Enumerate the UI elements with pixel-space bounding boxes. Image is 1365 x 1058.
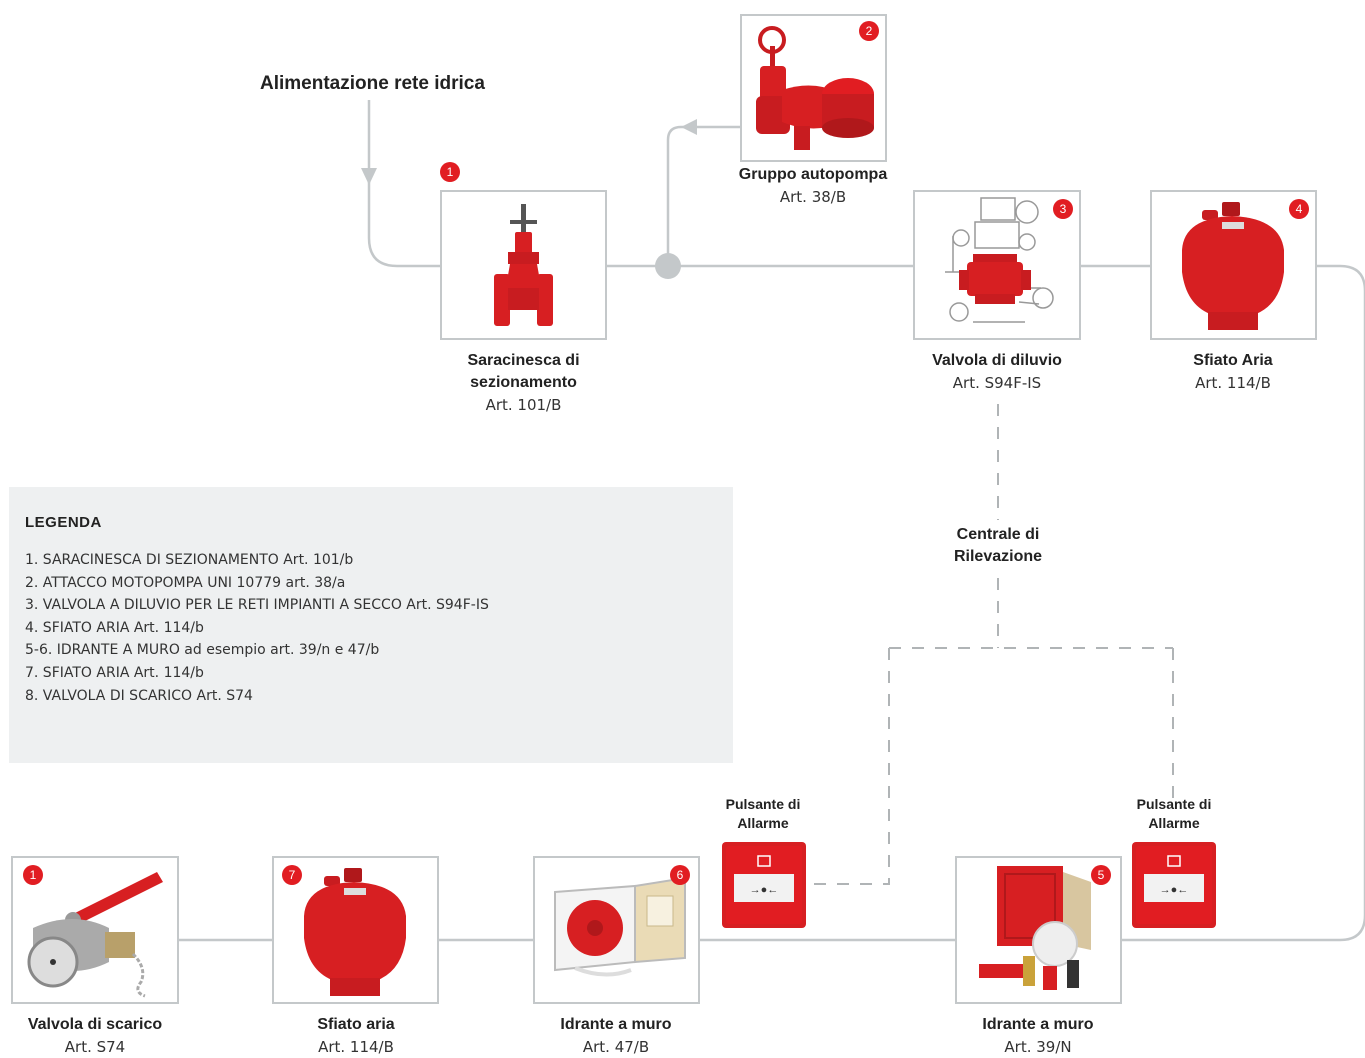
hydrant-kit-icon: [979, 866, 1091, 990]
badge-2: 2: [859, 21, 879, 41]
air-vent-top-art: Art. 114/B: [1195, 374, 1271, 392]
svg-text:→●←: →●←: [1160, 884, 1189, 896]
badge-4: 4: [1289, 199, 1309, 219]
hydrant-kit-card[interactable]: [955, 856, 1122, 1004]
air-vent-icon: [1182, 202, 1284, 330]
deluge-valve-label: Valvola di diluvio Art. S94F-IS: [897, 350, 1097, 394]
pump-connection-name: Gruppo autopompa: [738, 166, 888, 183]
alarm-label-right-line2: Allarme: [1148, 815, 1200, 831]
gate-valve-label: Saracinesca di sezionamento Art. 101/B: [440, 350, 607, 416]
gate-valve-icon: [494, 204, 553, 326]
alarm-label-left: Pulsante di Allarme: [708, 795, 818, 833]
air-vent-icon: [304, 868, 406, 996]
alarm-label-left-line1: Pulsante di: [725, 796, 801, 812]
alarm-label-right-line1: Pulsante di: [1136, 796, 1212, 812]
supply-title: Alimentazione rete idrica: [260, 73, 485, 94]
drain-valve-label: Valvola di scarico Art. S74: [0, 1014, 195, 1058]
legend-item: 1. SARACINESCA DI SEZIONAMENTO Art. 101/…: [25, 552, 354, 568]
hydrant-kit-art: Art. 39/N: [1004, 1038, 1072, 1056]
pump-connection-icon: [756, 26, 874, 150]
hose-reel-cabinet-name: Idrante a muro: [560, 1016, 672, 1033]
drain-valve-icon: [27, 872, 163, 998]
deluge-valve-name: Valvola di diluvio: [932, 352, 1062, 369]
drain-valve-art: Art. S74: [64, 1038, 126, 1056]
svg-text:→●←: →●←: [750, 884, 779, 896]
badge-drain: 1: [23, 865, 43, 885]
alarm-label-left-line2: Allarme: [737, 815, 789, 831]
supply-pipe: [367, 100, 440, 268]
alarm-button-right[interactable]: →●←: [1132, 842, 1216, 928]
air-vent-bottom-name: Sfiato aria: [317, 1016, 395, 1033]
legend-item: 8. VALVOLA DI SCARICO Art. S74: [25, 687, 253, 704]
legend-item: 3. VALVOLA A DILUVIO PER LE RETI IMPIANT…: [25, 597, 489, 614]
alarm-button-left[interactable]: →●←: [722, 842, 806, 928]
return-pipe-right: [1317, 264, 1365, 942]
badge-7: 7: [282, 865, 302, 885]
badge-6: 6: [670, 865, 690, 885]
badge-5: 5: [1091, 865, 1111, 885]
pump-connection-card[interactable]: [740, 14, 887, 162]
air-vent-top-label: Sfiato Aria Art. 114/B: [1133, 350, 1333, 394]
legend-title: LEGENDA: [25, 514, 102, 531]
hose-reel-cabinet-icon: [554, 876, 686, 977]
gate-valve-card[interactable]: [440, 190, 607, 340]
alarm-call-point-icon: →●←: [722, 842, 806, 928]
air-vent-bottom-label: Sfiato aria Art. 114/B: [256, 1014, 456, 1058]
deluge-valve-art: Art. S94F-IS: [952, 374, 1042, 392]
legend-item: 4. SFIATO ARIA Art. 114/b: [25, 619, 204, 636]
pump-connection-art: Art. 38/B: [779, 188, 847, 206]
alarm-call-point-icon: →●←: [1132, 842, 1216, 928]
air-vent-top-name: Sfiato Aria: [1193, 352, 1273, 369]
pump-branch-pipe: [666, 125, 740, 266]
hose-reel-cabinet-label: Idrante a muro Art. 47/B: [516, 1014, 716, 1058]
gate-valve-name-2: sezionamento: [470, 374, 577, 391]
legend-item: 2. ATTACCO MOTOPOMPA UNI 10779 art. 38/a: [25, 574, 346, 591]
drain-valve-name: Valvola di scarico: [27, 1016, 163, 1033]
hose-reel-cabinet-art: Art. 47/B: [582, 1038, 650, 1056]
badge-1: 1: [440, 162, 460, 182]
junction-node: [655, 253, 681, 279]
deluge-valve-icon: [945, 197, 1054, 323]
legend-item: 5-6. IDRANTE A MURO ad esempio art. 39/n…: [25, 642, 380, 659]
gate-valve-art: Art. 101/B: [485, 396, 562, 414]
legend-panel: LEGENDA 1. SARACINESCA DI SEZIONAMENTO A…: [9, 487, 733, 763]
alarm-label-right: Pulsante di Allarme: [1119, 795, 1229, 833]
signal-line-left: [806, 648, 890, 885]
pump-arrow-icon: [681, 119, 697, 135]
air-vent-bottom-art: Art. 114/B: [318, 1038, 394, 1056]
badge-3: 3: [1053, 199, 1073, 219]
hydrant-kit-name: Idrante a muro: [982, 1016, 1094, 1033]
air-vent-top-card[interactable]: [1150, 190, 1317, 340]
legend-item: 7. SFIATO ARIA Art. 114/b: [25, 664, 204, 681]
hydrant-kit-label: Idrante a muro Art. 39/N: [938, 1014, 1138, 1058]
legend-list: 1. SARACINESCA DI SEZIONAMENTO Art. 101/…: [25, 549, 717, 707]
pump-connection-label: Gruppo autopompa Art. 38/B: [713, 164, 913, 208]
supply-arrow-icon: [361, 168, 377, 185]
detection-center-label: Centrale di Rilevazione: [928, 524, 1068, 568]
deluge-valve-card[interactable]: [913, 190, 1081, 340]
gate-valve-name: Saracinesca di: [467, 352, 580, 369]
